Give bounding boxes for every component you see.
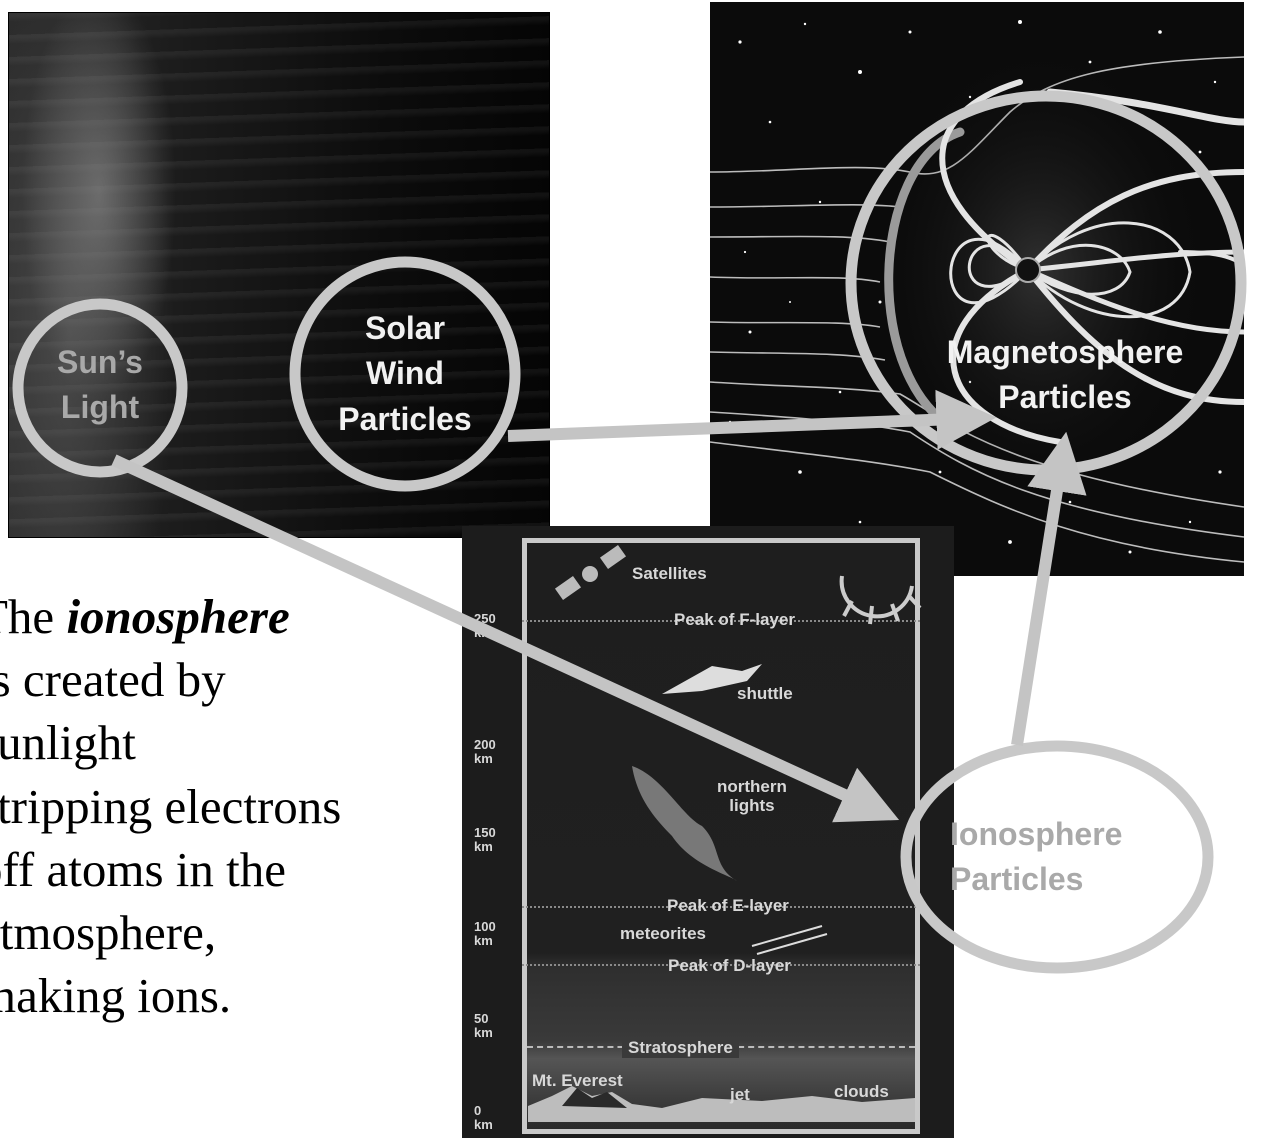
altitude-100km: 100 km: [474, 919, 496, 948]
d-layer-line: [522, 964, 920, 966]
mountain-horizon: [528, 1086, 915, 1122]
atmosphere-decorations: [528, 544, 922, 1122]
stratosphere-label: Stratosphere: [622, 1038, 739, 1058]
arrow-ionosphere-to-magnetosphere: [1011, 431, 1087, 746]
solar-wind-label: Solar Wind Particles: [338, 310, 472, 437]
shuttle-icon: [662, 664, 762, 694]
magnetosphere-label: Magnetosphere Particles: [946, 334, 1184, 416]
ionosphere-term: ionosphere: [66, 589, 290, 644]
magnetosphere-field-lines: [884, 79, 1244, 445]
caption-line-4: stripping electrons: [0, 778, 342, 834]
everest-label: Mt. Everest: [532, 1071, 623, 1090]
ionosphere-label: Ionosphere Particles: [950, 816, 1123, 898]
caption-line-6: atmosphere,: [0, 905, 217, 961]
aurora-icon: [632, 766, 737, 881]
altitude-200km: 200 km: [474, 737, 496, 766]
arrow-sunlight-to-ionosphere: [111, 454, 900, 823]
satellite-icon: [554, 544, 627, 601]
meteorites-label: meteorites: [620, 924, 706, 943]
caption-line-7: making ions.: [0, 968, 232, 1024]
sun-corner-icon: [839, 575, 922, 625]
sun-light-label: Sun’s Light: [57, 344, 143, 426]
mountain-icon: [562, 1088, 627, 1108]
northern-lights-label: northern lights: [717, 777, 787, 815]
shuttle-label: shuttle: [737, 684, 793, 703]
peak-e-layer-label: Peak of E-layer: [667, 896, 789, 915]
e-layer-line: [522, 906, 920, 908]
magnetosphere-illustration: [710, 20, 1244, 563]
explanation-caption: The ionosphere is created by sunlight st…: [0, 585, 460, 1027]
caption-line-5: off atoms in the: [0, 841, 287, 897]
satellites-label: Satellites: [632, 564, 707, 583]
caption-line-2: is created by: [0, 652, 226, 708]
caption-line-3: sunlight: [0, 715, 136, 771]
atmosphere-frame: [522, 538, 920, 1134]
altitude-50km: 50 km: [474, 1011, 493, 1040]
atmosphere-layers-panel: Satellites Peak of F-layer shuttle north…: [462, 526, 954, 1138]
magnetosphere-image-panel: [710, 2, 1244, 576]
sun-light-circle: [12, 298, 188, 478]
meteorite-icon: [751, 925, 828, 955]
peak-d-layer-label: Peak of D-layer: [668, 956, 791, 975]
caption-line-1: The ionosphere: [0, 589, 290, 644]
jet-label: jet: [730, 1085, 750, 1104]
peak-f-layer-label: Peak of F-layer: [674, 610, 795, 629]
earth-icon: [1015, 257, 1041, 283]
ionosphere-circle: [900, 740, 1214, 974]
star-field: [728, 20, 1232, 554]
altitude-0km: 0 km: [474, 1103, 493, 1132]
altitude-150km: 150 km: [474, 825, 496, 854]
solar-wind-circle: [289, 256, 521, 492]
f-layer-line: [522, 620, 920, 622]
clouds-label: clouds: [834, 1082, 889, 1101]
arrow-solar-wind-to-magnetosphere: [507, 389, 997, 450]
